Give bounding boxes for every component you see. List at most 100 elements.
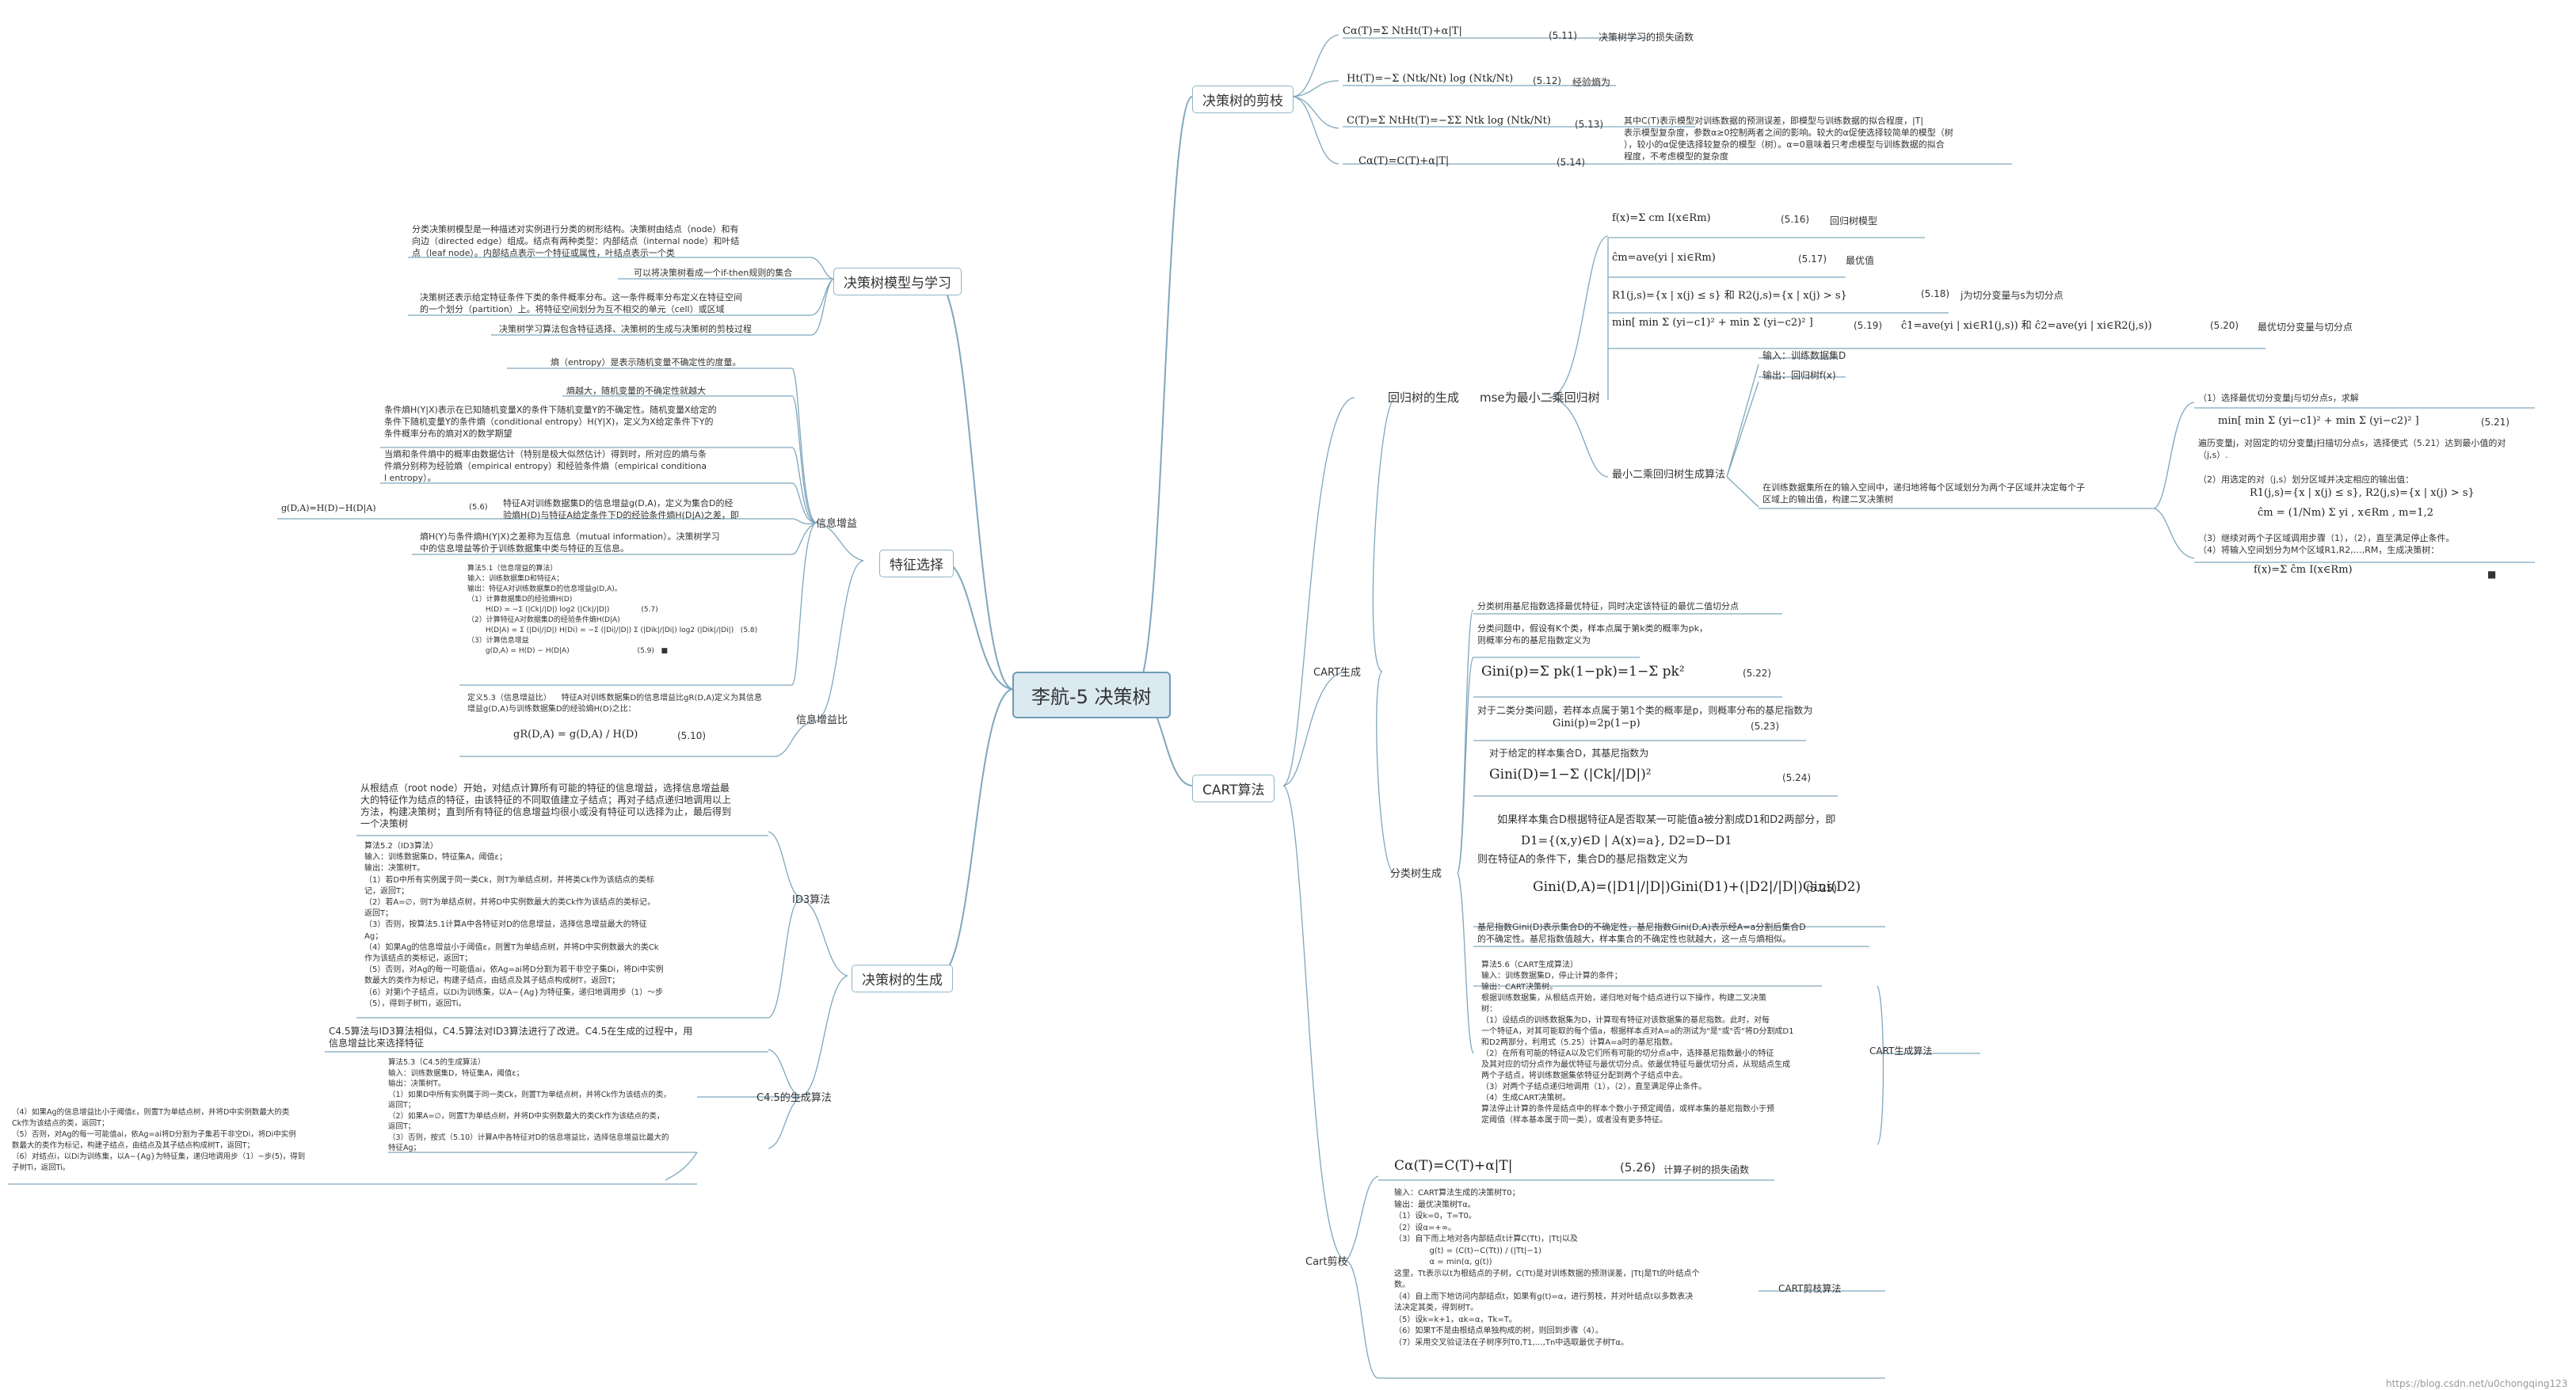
formula-5-25: Gini(D,A)=(|D1|/|D|)Gini(D1)+(|D2|/|D|)G… <box>1533 879 1862 895</box>
note-optimal: 最优值 <box>1846 255 1875 266</box>
note-loss: 决策树学习的损失函数 <box>1599 32 1694 43</box>
formula-5-6: g(D,A)=H(D)−H(D|A) <box>281 503 376 513</box>
eqn-5-10: (5.10) <box>677 730 707 741</box>
node-ls-algo[interactable]: 最小二乘回归树生成算法 <box>1612 469 1726 481</box>
eqn-5-25: (5.25) <box>1806 883 1838 895</box>
eqn-5-18: (5.18) <box>1921 288 1950 299</box>
formula-5-13: C(T)=Σ NtHt(T)=−ΣΣ Ntk log (Ntk/Nt) <box>1347 115 1551 127</box>
branch-gen[interactable]: 决策树的生成 <box>852 965 953 992</box>
formula-5-21: min[ min Σ (yi−c1)² + min Σ (yi−c2)² ] <box>2218 415 2419 427</box>
model-l1: 分类决策树模型是一种描述对实例进行分类的树形结构。决策树由结点（node）和有 … <box>412 224 740 258</box>
eqn-5-6: (5.6) <box>469 503 488 512</box>
c45-note: C4.5算法与ID3算法相似，C4.5算法对ID3算法进行了改进。C4.5在生成… <box>329 1026 693 1049</box>
eqn-5-22: (5.22) <box>1743 668 1772 679</box>
eqn-5-20: (5.20) <box>2210 320 2239 331</box>
formula-step2b: ĉm = (1/Nm) Σ yi , x∈Rm , m=1,2 <box>2258 507 2433 519</box>
cls-t4: 对于给定的样本集合D，其基尼指数为 <box>1489 748 1649 759</box>
note-opt-split: 最优切分变量与切分点 <box>2258 322 2353 333</box>
eqn-5-23: (5.23) <box>1751 721 1780 732</box>
edge-root-model <box>934 278 1013 690</box>
prune-description: 其中C(T)表示模型对训练数据的预测误差，即模型与训练数据的拟合程度，|T| 表… <box>1624 116 1953 162</box>
node-info-gain-ratio[interactable]: 信息增益比 <box>796 714 848 726</box>
note-entropy: 经验熵为 <box>1572 77 1611 88</box>
eqn-5-11: (5.11) <box>1549 30 1578 41</box>
cls-t2: 分类问题中，假设有K个类，样本点属于第k类的概率为pk， 则概率分布的基尼指数定… <box>1477 623 1708 645</box>
node-ls-tree[interactable]: mse为最小二乘回归树 <box>1480 390 1600 405</box>
edge-root-prune <box>1135 96 1193 690</box>
cls-t6: 则在特征A的条件下，集合D的基尼指数定义为 <box>1477 854 1688 866</box>
eqn-5-13: (5.13) <box>1575 119 1604 130</box>
note-subtree-loss: 计算子树的损失函数 <box>1663 1164 1750 1175</box>
branch-prune[interactable]: 决策树的剪枝 <box>1192 86 1294 113</box>
eqn-5-21: (5.21) <box>2481 417 2510 428</box>
ls-space: 在训练数据集所在的输入空间中，递归地将每个区域划分为两个子区域并决定每个子 区域… <box>1762 482 2085 505</box>
branch-feature[interactable]: 特征选择 <box>879 550 954 577</box>
node-id3[interactable]: ID3算法 <box>792 894 831 906</box>
node-cls-gen[interactable]: 分类树生成 <box>1390 868 1442 880</box>
id3-algo: 算法5.2（ID3算法） 输入：训练数据集D，特征集A，阈值ε； 输出：决策树T… <box>364 842 664 1008</box>
feature-l5: 特征A对训练数据集D的信息增益g(D,A)，定义为集合D的经 验熵H(D)与特征… <box>503 498 739 520</box>
cart-gen-algo: 算法5.6（CART生成算法） 输入：训练数据集D，停止计算的条件； 输出：CA… <box>1481 961 1794 1125</box>
eqn-5-14: (5.14) <box>1557 157 1586 168</box>
branch-model[interactable]: 决策树模型与学习 <box>833 268 962 295</box>
end-mark: ■ <box>2487 569 2497 580</box>
info-gain-algo: 算法5.1（信息增益的算法） 输入：训练数据集D和特征A； 输出：特征A对训练数… <box>467 565 758 655</box>
model-l2: 可以将决策树看成一个if-then规则的集合 <box>634 268 793 278</box>
cls-t1: 分类树用基尼指数选择最优特征，同时决定该特征的最优二值切分点 <box>1477 601 1739 611</box>
cls-t7: 基尼指数Gini(D)表示集合D的不确定性，基尼指数Gini(D,A)表示经A=… <box>1477 922 1806 944</box>
feature-l6: 熵H(Y)与条件熵H(Y|X)之差称为互信息（mutual informatio… <box>420 531 720 554</box>
c45-algo: 算法5.3（C4.5的生成算法） 输入：训练数据集D，特征集A，阈值ε； 输出：… <box>388 1058 671 1152</box>
formula-5-16: f(x)=Σ cm I(x∈Rm) <box>1612 212 1711 224</box>
formula-5-18: R1(j,s)={x | x(j) ≤ s} 和 R2(j,s)={x | x(… <box>1612 290 1847 302</box>
c45-algo-cont: （4）如果Ag的信息增益比小于阈值ε，则置T为单结点树，并将D中实例数最大的类 … <box>12 1108 306 1172</box>
node-regression-gen[interactable]: 回归树的生成 <box>1388 390 1460 405</box>
formula-5-20: ĉ1=ave(yi | xi∈R1(j,s)) 和 ĉ2=ave(yi | xi… <box>1901 320 2152 332</box>
eqn-5-24: (5.24) <box>1782 772 1812 783</box>
ls-input: 输入：训练数据集D <box>1762 350 1846 361</box>
formula-5-17: ĉm=ave(yi | xi∈Rm) <box>1612 252 1716 264</box>
node-cart-gen-algo[interactable]: CART生成算法 <box>1869 1045 1933 1057</box>
ls-step1b: 遍历变量j，对固定的切分变量j扫描切分点s，选择使式（5.21）达到最小值的对 … <box>2198 438 2506 460</box>
edge-root-gen <box>938 688 1013 977</box>
formula-5-19: min[ min Σ (yi−c1)² + min Σ (yi−c2)² ] <box>1612 317 1813 329</box>
note-reg-model: 回归树模型 <box>1830 215 1878 227</box>
formula-5-22: Gini(p)=Σ pk(1−pk)=1−Σ pk² <box>1481 664 1685 680</box>
formula-5-10: gR(D,A) = g(D,A) / H(D) <box>513 729 638 741</box>
cart-prune-algo: 输入：CART算法生成的决策树T0； 输出：最优决策树Tα。 （1）设k=0，T… <box>1394 1189 1700 1347</box>
formula-5-23: Gini(p)=2p(1−p) <box>1553 718 1640 729</box>
node-info-gain[interactable]: 信息增益 <box>816 518 858 530</box>
model-l4: 决策树学习算法包含特征选择、决策树的生成与决策树的剪枝过程 <box>499 324 752 334</box>
formula-5-26: Cα(T)=C(T)+α|T| <box>1394 1158 1513 1174</box>
ls-step1: （1）选择最优切分变量j与切分点s，求解 <box>2198 393 2359 403</box>
ls-step3: （3）继续对两个子区域调用步骤（1），（2），直至满足停止条件。 （4）将输入空… <box>2198 533 2455 555</box>
node-cart-prune[interactable]: Cart剪枝 <box>1305 1256 1348 1268</box>
watermark: https://blog.csdn.net/u0chongqing123 <box>2386 1378 2568 1389</box>
node-cart-gen[interactable]: CART生成 <box>1313 667 1361 679</box>
note-split: j为切分变量与s为切分点 <box>1961 290 2063 301</box>
root-node[interactable]: 李航-5 决策树 <box>1012 672 1171 718</box>
feature-l2: 熵越大，随机变量的不确定性就越大 <box>566 386 706 396</box>
eqn-5-19: (5.19) <box>1854 320 1883 331</box>
node-cart-prune-algo[interactable]: CART剪枝算法 <box>1778 1283 1842 1294</box>
formula-5-12: Ht(T)=−Σ (Ntk/Nt) log (Ntk/Nt) <box>1347 73 1514 85</box>
eqn-5-12: (5.12) <box>1533 75 1562 86</box>
igr-def: 定义5.3（信息增益比） 特征A对训练数据集D的信息增益比gR(D,A)定义为其… <box>467 694 762 714</box>
formula-5-14: Cα(T)=C(T)+α|T| <box>1358 155 1450 167</box>
model-l3: 决策树还表示给定特征条件下类的条件概率分布。这一条件概率分布定义在特征空间 的一… <box>420 292 742 314</box>
formula-5-11: Cα(T)=Σ NtHt(T)+α|T| <box>1343 25 1462 37</box>
edge-root-feature <box>942 560 1013 690</box>
formula-final-tree: f(x)=Σ ĉm I(x∈Rm) <box>2254 564 2353 576</box>
ls-output: 输出：回归树f(x) <box>1762 370 1836 381</box>
feature-l3: 条件熵H(Y|X)表示在已知随机变量X的条件下随机变量Y的不确定性。随机变量X给… <box>384 405 717 439</box>
cls-t3: 对于二类分类问题，若样本点属于第1个类的概率是p，则概率分布的基尼指数为 <box>1477 705 1813 716</box>
node-c45[interactable]: C4.5的生成算法 <box>756 1092 832 1104</box>
formula-5-24: Gini(D)=1−Σ (|Ck|/|D|)² <box>1489 767 1652 783</box>
ls-step2: （2）用选定的对（j,s）划分区域并决定相应的输出值： <box>2198 474 2414 485</box>
eqn-5-26: (5.26) <box>1620 1160 1656 1175</box>
feature-l1: 熵（entropy）是表示随机变量不确定性的度量。 <box>551 357 741 367</box>
gen-l1: 从根结点（root node）开始，对结点计算所有可能的特征的信息增益，选择信息… <box>360 783 732 829</box>
formula-5-25a: D1={(x,y)∈D | A(x)=a}, D2=D−D1 <box>1521 833 1732 847</box>
feature-l4: 当熵和条件熵中的概率由数据估计（特别是极大似然估计）得到时，所对应的熵与条 件熵… <box>384 449 707 483</box>
branch-cart[interactable]: CART算法 <box>1192 775 1275 802</box>
